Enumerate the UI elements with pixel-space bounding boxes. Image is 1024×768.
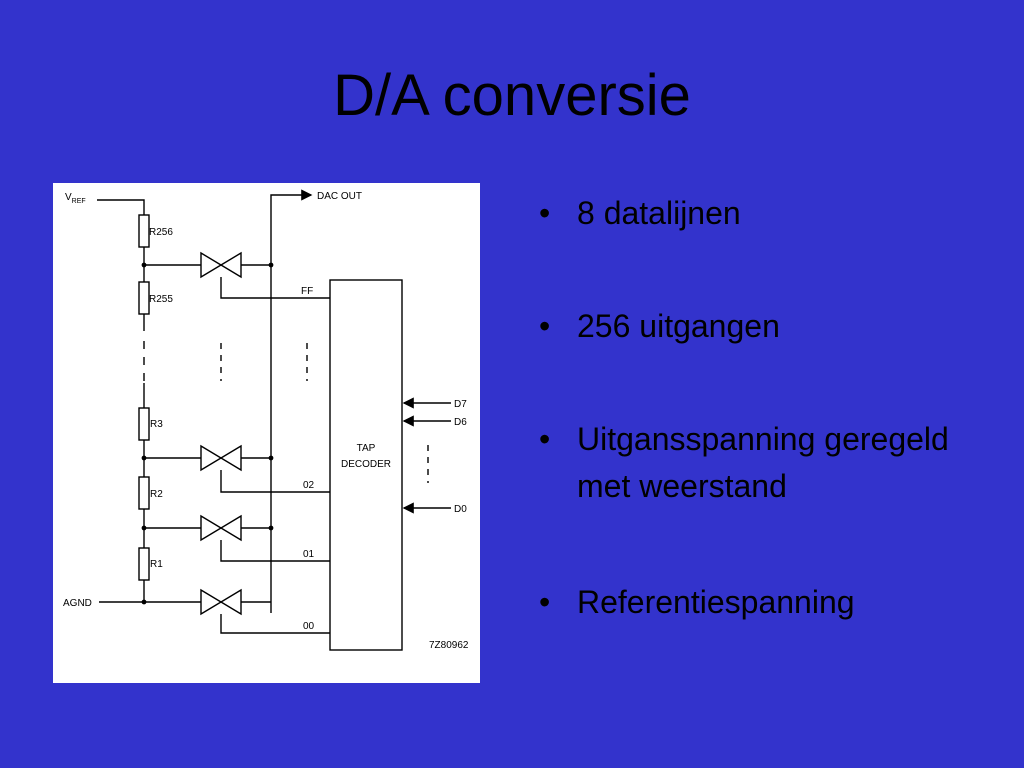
input-d6-label: D6 — [454, 417, 467, 428]
output-01-label: 01 — [303, 549, 315, 560]
input-d7-label: D7 — [454, 399, 467, 410]
output-ff-label: FF — [301, 286, 313, 297]
resistor-r256 — [138, 214, 150, 248]
dac-circuit-diagram: VREF AGND DAC OUT R256 R255 R3 R2 R1 FF … — [53, 183, 480, 683]
switch-00 — [200, 588, 242, 616]
switch-01 — [200, 514, 242, 542]
resistor-r3 — [138, 407, 150, 441]
resistor-r2 — [138, 476, 150, 510]
vref-label: VREF — [65, 192, 86, 205]
r256-label: R256 — [149, 227, 173, 238]
resistor-r255 — [138, 281, 150, 315]
switch-ff — [200, 251, 242, 279]
r1-label: R1 — [150, 559, 163, 570]
dac-out-label: DAC OUT — [317, 191, 362, 202]
slide-title: D/A conversie — [333, 63, 691, 128]
circuit-svg: VREF AGND DAC OUT R256 R255 R3 R2 R1 FF … — [63, 189, 469, 651]
decoder-label-line2: DECODER — [341, 459, 391, 470]
output-00-label: 00 — [303, 621, 315, 632]
bullet-list: 8 datalijnen 256 uitgangen Uitgansspanni… — [535, 190, 1005, 626]
switch-02 — [200, 444, 242, 472]
bullet-item: 8 datalijnen — [535, 190, 1005, 237]
r255-label: R255 — [149, 294, 173, 305]
r3-label: R3 — [150, 419, 163, 430]
decoder-label-line1: TAP — [357, 443, 376, 454]
dac-out-bus — [270, 189, 313, 613]
resistor-r1 — [138, 547, 150, 581]
output-02-label: 02 — [303, 480, 315, 491]
bullet-item: Referentiespanning — [535, 579, 1005, 626]
tap-decoder-box — [329, 279, 403, 651]
bullet-item: Uitgansspanning geregeld met weerstand — [535, 416, 1005, 510]
r2-label: R2 — [150, 489, 163, 500]
input-d0-label: D0 — [454, 504, 467, 515]
agnd-label: AGND — [63, 598, 92, 609]
vref-wire — [97, 199, 145, 215]
bullet-item: 256 uitgangen — [535, 303, 1005, 350]
figure-code: 7Z80962 — [429, 640, 469, 651]
